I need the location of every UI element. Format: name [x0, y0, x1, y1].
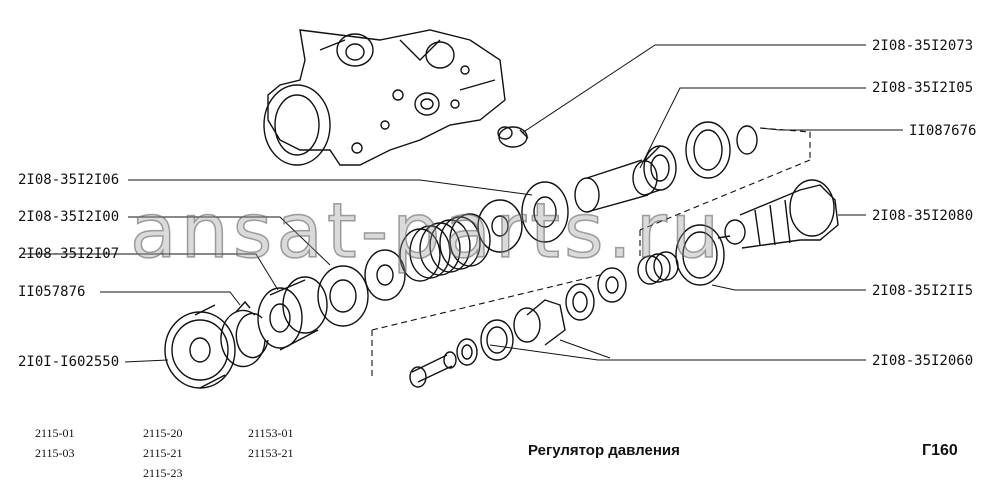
lower-parts-group — [409, 283, 595, 388]
model-code: 2115-03 — [35, 446, 75, 460]
snap-ring — [220, 300, 269, 368]
label-2073: 2I08-35I2073 — [872, 38, 974, 54]
label-2080: 2I08-35I2080 — [872, 208, 974, 224]
label-2107: 2I08-35I2I07 — [18, 246, 120, 262]
group-bracket-lower — [371, 274, 601, 378]
model-code: 21153-21 — [248, 446, 294, 460]
label-057876: II057876 — [18, 284, 86, 300]
label-2060: 2I08-35I2060 — [872, 353, 974, 369]
regulator-housing — [263, 29, 506, 166]
model-list-col3: 21153-01 21153-21 — [248, 426, 294, 460]
leader-lines — [22, 44, 903, 363]
model-code: 2115-20 — [143, 426, 183, 440]
adjusting-screw — [717, 179, 839, 249]
large-spring — [399, 213, 491, 282]
washers-left — [317, 249, 406, 327]
washer-2106 — [521, 181, 569, 243]
model-code: 2115-21 — [143, 446, 183, 460]
model-code: 2115-01 — [35, 426, 75, 440]
rubber-cap — [164, 304, 236, 389]
piston-part — [574, 145, 677, 213]
label-2100: 2I08-35I2I00 — [18, 209, 120, 225]
model-code: 2115-23 — [143, 466, 183, 480]
bushing-2107 — [257, 276, 328, 351]
small-spring — [597, 251, 679, 303]
label-2106: 2I08-35I2I06 — [18, 172, 120, 188]
model-list-col2: 2115-20 2115-21 2115-23 — [143, 426, 183, 480]
label-602550: 2I0I-I602550 — [18, 354, 120, 370]
washer-middle — [477, 199, 523, 253]
plug-part — [497, 126, 529, 148]
ring-parts-upper — [685, 121, 758, 179]
model-list-col1: 2115-01 2115-03 — [35, 426, 75, 460]
seal-ring-2115 — [675, 224, 725, 286]
group-bracket-upper — [639, 127, 811, 260]
model-code: 21153-01 — [248, 426, 294, 440]
label-087676: II087676 — [909, 123, 977, 139]
label-2105: 2I08-35I2I05 — [872, 80, 974, 96]
page-code: Г160 — [922, 442, 958, 459]
page-title: Регулятор давления — [528, 442, 680, 459]
label-2115: 2I08-35I2II5 — [872, 283, 974, 299]
